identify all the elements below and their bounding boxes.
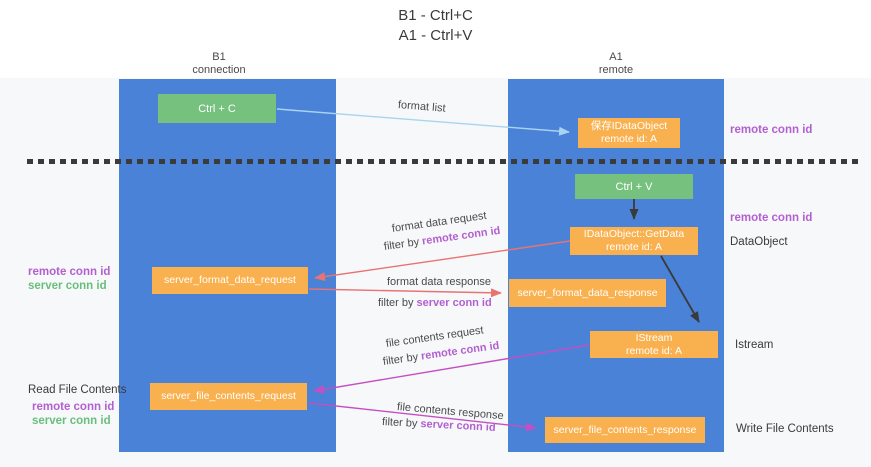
annotation-istream: Istream <box>735 339 774 351</box>
format-list-arrow <box>276 108 570 136</box>
node-istream: IStream remote id: A <box>590 331 718 358</box>
format-data-response-label: format data response <box>387 276 491 288</box>
getdata-to-istream-arrow <box>660 255 700 323</box>
lifeline-b1-name: B1 <box>212 51 226 63</box>
lifeline-header-b1: B1 connection <box>119 51 319 77</box>
node-server-format-data-request: server_format_data_request <box>152 267 308 294</box>
title-line-1: B1 - Ctrl+C <box>398 7 473 24</box>
node-save-idataobject: 保存IDataObject remote id: A <box>578 118 680 148</box>
phase-divider-dashed-line <box>27 159 860 164</box>
node-server-format-data-response-label: server_format_data_response <box>517 286 658 299</box>
annotation-left-server-conn-id: server conn id <box>28 280 107 292</box>
filter-key-server-conn-id: server conn id <box>416 297 492 309</box>
node-server-file-contents-response: server_file_contents_response <box>545 417 705 443</box>
node-save-idataobject-line1: 保存IDataObject <box>590 120 668 132</box>
node-server-format-data-request-label: server_format_data_request <box>164 274 296 286</box>
annotation-left-conn-ids: remote conn id server conn id <box>28 265 110 293</box>
format-data-response-filter-label: filter by server conn id <box>378 297 492 309</box>
node-idataobject-getdata-line2: remote id: A <box>605 241 663 253</box>
node-server-format-data-response: server_format_data_response <box>509 279 666 307</box>
annotation-left-bottom-server-conn-id: server conn id <box>32 415 111 427</box>
lifeline-a1-role: remote <box>598 64 634 76</box>
annotation-remote-conn-id-mid: remote conn id <box>730 212 813 224</box>
annotation-read-file-contents: Read File Contents <box>28 384 127 396</box>
node-idataobject-getdata: IDataObject::GetData remote id: A <box>570 227 698 255</box>
lifeline-b1-role: connection <box>192 64 246 76</box>
node-server-file-contents-request-label: server_file_contents_request <box>161 390 296 402</box>
lifeline-a1-name: A1 <box>609 51 623 63</box>
lifeline-header-a1: A1 remote <box>508 51 724 77</box>
format-data-request-arrow <box>314 240 571 282</box>
node-ctrl-c-label: Ctrl + C <box>198 102 236 115</box>
node-save-idataobject-line2: remote id: A <box>600 133 658 145</box>
annotation-left-remote-conn-id: remote conn id <box>28 266 111 278</box>
node-ctrl-v-label: Ctrl + V <box>615 180 653 193</box>
top-background-band <box>0 0 871 78</box>
filter-prefix: filter by <box>381 416 421 431</box>
node-server-file-contents-response-label: server_file_contents_response <box>553 423 697 436</box>
file-contents-request-arrow <box>313 344 590 394</box>
node-istream-line1: IStream <box>635 331 673 344</box>
annotation-write-file-contents: Write File Contents <box>736 423 834 435</box>
annotation-left-bottom-remote-conn-id: remote conn id <box>32 401 115 413</box>
annotation-dataobject: DataObject <box>730 236 788 248</box>
node-idataobject-getdata-line1: IDataObject::GetData <box>583 228 685 240</box>
annotation-remote-conn-id-top: remote conn id <box>730 124 813 136</box>
node-server-file-contents-request: server_file_contents_request <box>150 383 307 410</box>
node-ctrl-v: Ctrl + V <box>575 174 693 199</box>
format-data-response-arrow <box>308 288 502 298</box>
diagram-title: B1 - Ctrl+C A1 - Ctrl+V <box>0 6 871 46</box>
filter-prefix: filter by <box>378 297 417 309</box>
node-ctrl-c: Ctrl + C <box>158 94 276 123</box>
title-line-2: A1 - Ctrl+V <box>398 27 473 44</box>
file-contents-response-arrow <box>308 402 537 432</box>
node-istream-line2: remote id: A <box>625 344 683 357</box>
